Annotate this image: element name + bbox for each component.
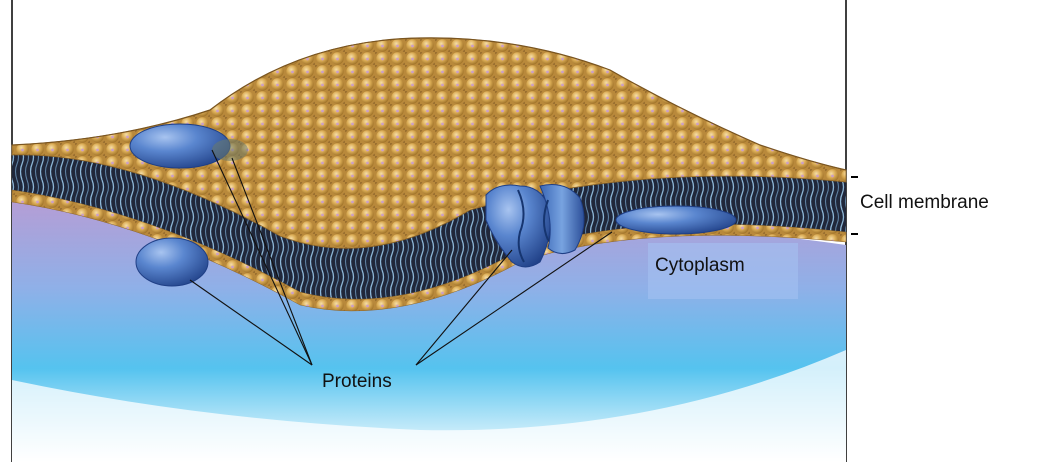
peripheral-protein-right-icon — [616, 206, 736, 234]
proteins-label: Proteins — [322, 372, 392, 391]
cell-membrane-label: Cell membrane — [860, 193, 989, 212]
peripheral-protein-bottom-icon — [136, 238, 208, 286]
cytoplasm-label: Cytoplasm — [655, 256, 745, 275]
